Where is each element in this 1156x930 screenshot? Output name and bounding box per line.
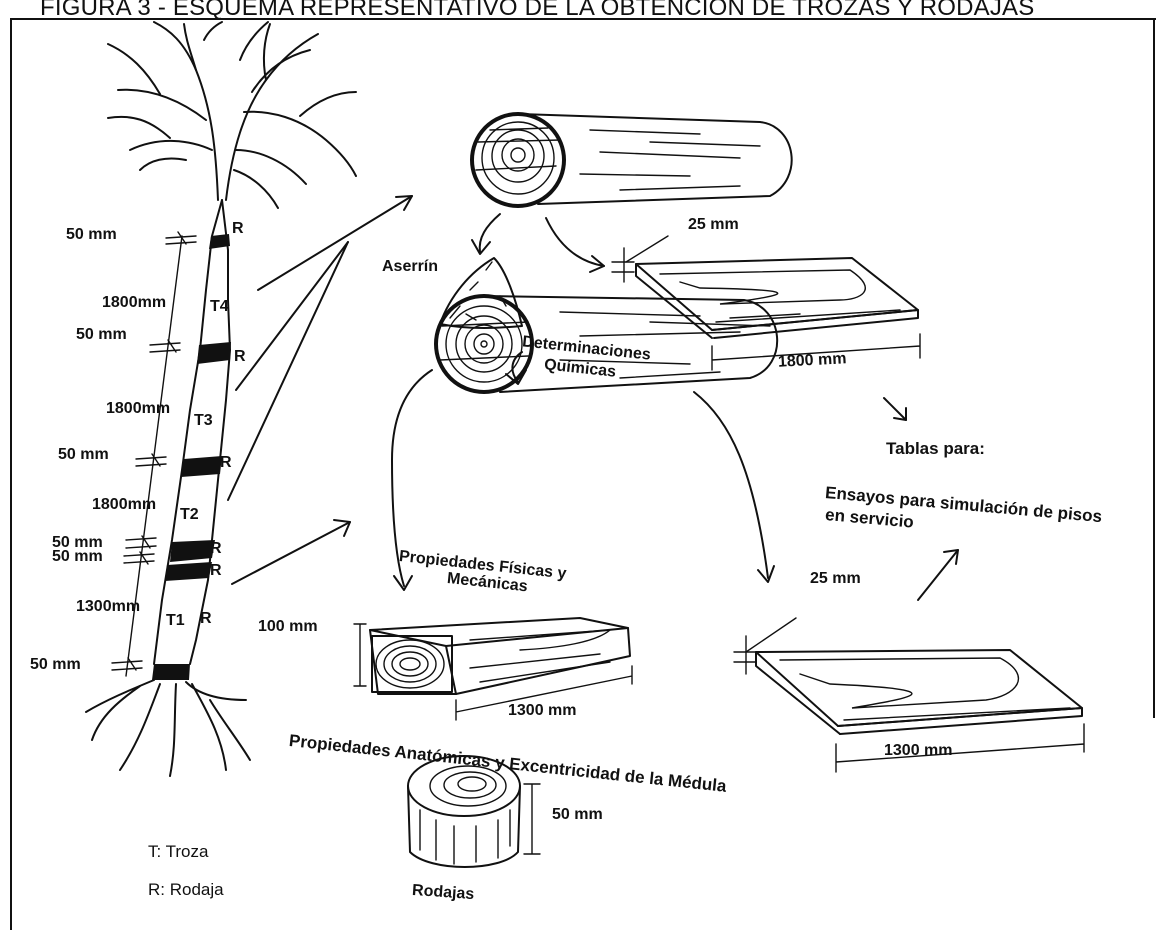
lower-board-thickness: 25 mm bbox=[810, 570, 861, 588]
block-thickness: 100 mm bbox=[258, 618, 318, 636]
tree-slice-r-1: R bbox=[232, 220, 244, 238]
tree-log-t4: T4 bbox=[210, 298, 229, 316]
top-board-thickness: 25 mm bbox=[688, 216, 739, 234]
tree-slice-r-5: R bbox=[210, 562, 222, 580]
tree-dim-6: 1800mm bbox=[92, 496, 156, 514]
tree-slice-r-3: R bbox=[220, 454, 232, 472]
tables-title: Tablas para: bbox=[886, 440, 985, 458]
tree-log-t3: T3 bbox=[194, 412, 213, 430]
tree-slice-r-2: R bbox=[234, 348, 246, 366]
sawdust-pile bbox=[440, 214, 522, 328]
lower-board-length: 1300 mm bbox=[884, 742, 953, 760]
tree-log-t1: T1 bbox=[166, 612, 185, 630]
tree-dim-10: 50 mm bbox=[30, 656, 81, 674]
tree-trunk bbox=[152, 200, 231, 680]
block-length: 1300 mm bbox=[508, 702, 577, 720]
legend-troza: T: Troza bbox=[148, 842, 208, 862]
trunk-arrows bbox=[228, 196, 412, 584]
tree-dim-1: 50 mm bbox=[66, 226, 117, 244]
tablas-arrow-2 bbox=[918, 550, 958, 600]
slice-thickness: 50 mm bbox=[552, 806, 603, 824]
legend-rodaja: R: Rodaja bbox=[148, 880, 224, 900]
aserrin-label: Aserrín bbox=[382, 258, 438, 276]
tree-dim-2: 1800mm bbox=[102, 294, 166, 312]
lower-board-arrow bbox=[694, 392, 774, 582]
top-board-length: 1800 mm bbox=[778, 350, 847, 372]
tree-log-t2: T2 bbox=[180, 506, 199, 524]
tree-dim-4: 1800mm bbox=[106, 400, 170, 418]
top-board-1800 bbox=[612, 236, 920, 370]
tree-dim-8: 50 mm bbox=[52, 548, 103, 566]
tree-dim-9: 1300mm bbox=[76, 598, 140, 616]
tree-roots bbox=[86, 680, 250, 776]
tree-dim-5: 50 mm bbox=[58, 446, 109, 464]
tablas-arrow bbox=[884, 398, 906, 420]
tree-slice-r-4: R bbox=[210, 540, 222, 558]
tree-crown bbox=[108, 22, 356, 208]
top-log bbox=[472, 114, 792, 206]
tree-slice-r-6: R bbox=[200, 610, 212, 628]
top-board-arrow bbox=[546, 218, 604, 272]
tree-dim-3: 50 mm bbox=[76, 326, 127, 344]
block-1300 bbox=[354, 618, 632, 720]
